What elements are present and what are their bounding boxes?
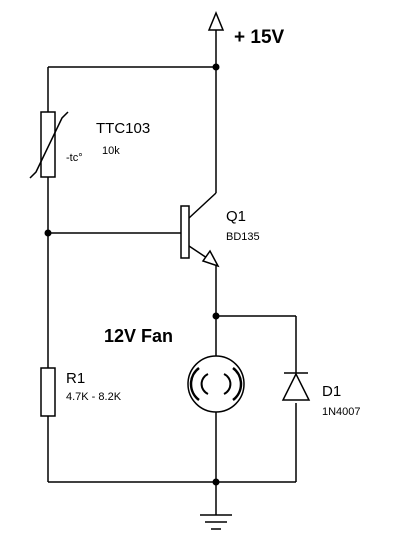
transistor-q1: Q1 BD135 <box>180 192 260 268</box>
resistor-r1: R1 4.7K - 8.2K <box>40 367 122 417</box>
diode-value: 1N4007 <box>322 406 361 418</box>
resistor-value: 4.7K - 8.2K <box>66 391 122 403</box>
junction-dot <box>212 312 220 320</box>
fan-motor-body <box>187 355 245 413</box>
fan-label: 12V Fan <box>104 326 173 346</box>
fan-arc-left-outer-icon <box>189 367 200 401</box>
transistor-ref: Q1 <box>226 208 246 225</box>
junction-dot <box>212 478 220 486</box>
thermistor: -tc° TTC103 10k <box>29 111 150 179</box>
thermistor-ref: TTC103 <box>96 120 150 137</box>
resistor-body <box>40 367 56 417</box>
supply-arrow-icon <box>207 11 225 31</box>
supply-terminal: + 15V <box>207 11 285 48</box>
transistor-base-bar <box>180 205 190 259</box>
thermistor-body <box>40 111 56 178</box>
fan-arc-right-outer-icon <box>232 367 243 401</box>
fan-arc-right-inner-icon <box>223 373 232 395</box>
junctions <box>44 63 220 486</box>
transistor-value: BD135 <box>226 231 260 243</box>
diode-ref: D1 <box>322 383 341 400</box>
junction-dot <box>212 63 220 71</box>
junction-dot <box>44 229 52 237</box>
transistor-emitter-arrow-icon <box>201 249 220 268</box>
transistor-collector-lead <box>188 192 217 219</box>
fan: 12V Fan <box>104 326 245 413</box>
thermistor-tc-label: -tc° <box>66 152 83 164</box>
ground-symbol-icon <box>200 514 232 530</box>
fan-arc-left-inner-icon <box>200 373 209 395</box>
thermistor-value: 10k <box>102 145 120 157</box>
diode-triangle-icon <box>281 372 311 401</box>
wires <box>47 42 297 515</box>
supply-label: + 15V <box>234 27 285 48</box>
diode-d1: D1 1N4007 <box>281 372 361 418</box>
resistor-ref: R1 <box>66 370 85 387</box>
thermistor-tc-slash-icon <box>29 111 69 179</box>
